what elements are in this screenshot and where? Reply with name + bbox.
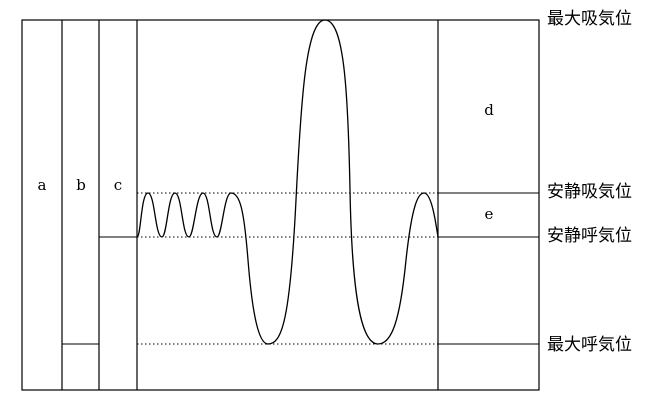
- compartment-c-label: c: [114, 176, 122, 194]
- compartment-b-label: b: [76, 176, 86, 194]
- spirogram-trace: [136, 19, 439, 345]
- max-expiration-label: 最大呼気位: [547, 335, 632, 355]
- diagram-frame: [21, 19, 540, 391]
- compartment-d-label: d: [484, 101, 494, 119]
- compartment-e-label: e: [485, 205, 494, 223]
- compartment-a-label: a: [38, 176, 47, 194]
- max-inspiration-label: 最大吸気位: [547, 9, 632, 29]
- rest-expiration-label: 安静呼気位: [547, 226, 632, 246]
- rest-inspiration-label: 安静吸気位: [547, 182, 632, 202]
